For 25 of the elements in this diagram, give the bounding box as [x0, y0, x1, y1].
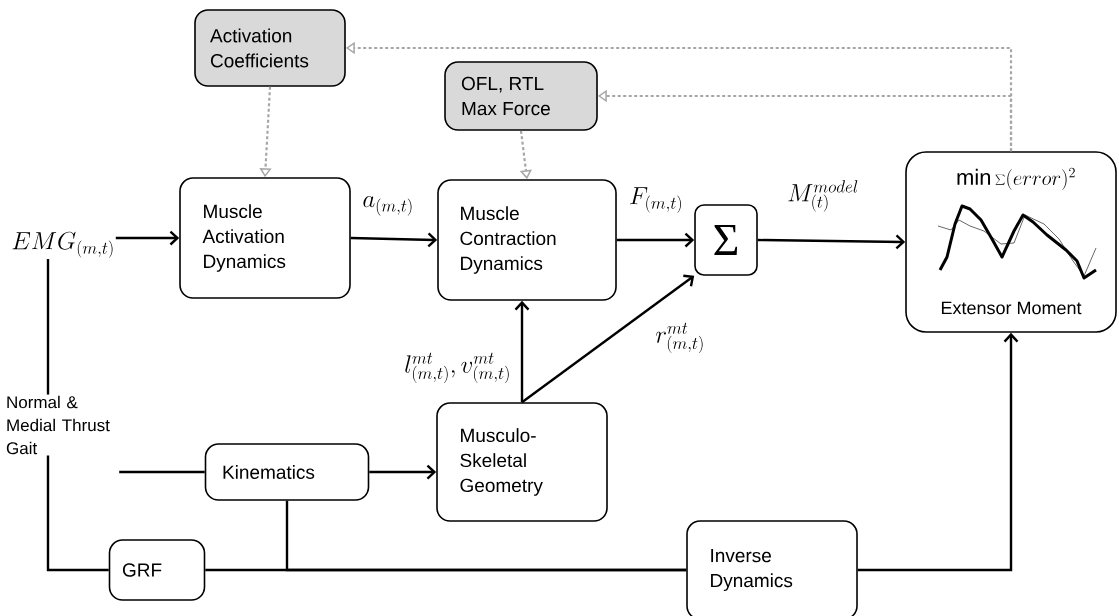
edge-label: $r_{(m,t)}^{mt}$	[656, 322, 703, 354]
result-box: $\min\sum(error)^{2}$ Extensor Moment	[905, 151, 1117, 333]
process-box: Muscle Activation Dynamics	[179, 177, 351, 299]
input-label: Normal & Medial Thrust Gait	[6, 395, 110, 455]
summation-box: Σ	[694, 204, 758, 276]
process-box: Muscle Contraction Dynamics	[437, 179, 617, 301]
arrow	[757, 234, 906, 250]
process-box: Musculo-Skeletal Geometry	[436, 402, 608, 522]
process-box: Kinematics	[204, 443, 370, 501]
process-box: Inverse Dynamics	[686, 520, 858, 616]
process-box: GRF	[108, 539, 206, 601]
edge-label: $F_{(m,t)}$	[630, 187, 681, 213]
edge-label: $M_{(t)}^{model}$	[788, 180, 858, 212]
arrow	[514, 300, 530, 403]
process-box: Activation Coefficients	[194, 9, 346, 87]
arrow	[857, 332, 1019, 572]
arrow	[115, 230, 180, 246]
process-box: OFL, RTL Max Force	[444, 61, 598, 131]
signal-label: $EMG_{(m,t)}$	[12, 231, 113, 258]
arrow	[350, 232, 438, 248]
arrow	[369, 464, 437, 480]
edge-label: $a_{(m,t)}$	[363, 196, 412, 216]
arrow	[616, 232, 695, 248]
edge-label: $l_{(m,t)}^{mt},v_{(m,t)}^{mt}$	[405, 352, 509, 384]
arrow	[521, 274, 695, 404]
